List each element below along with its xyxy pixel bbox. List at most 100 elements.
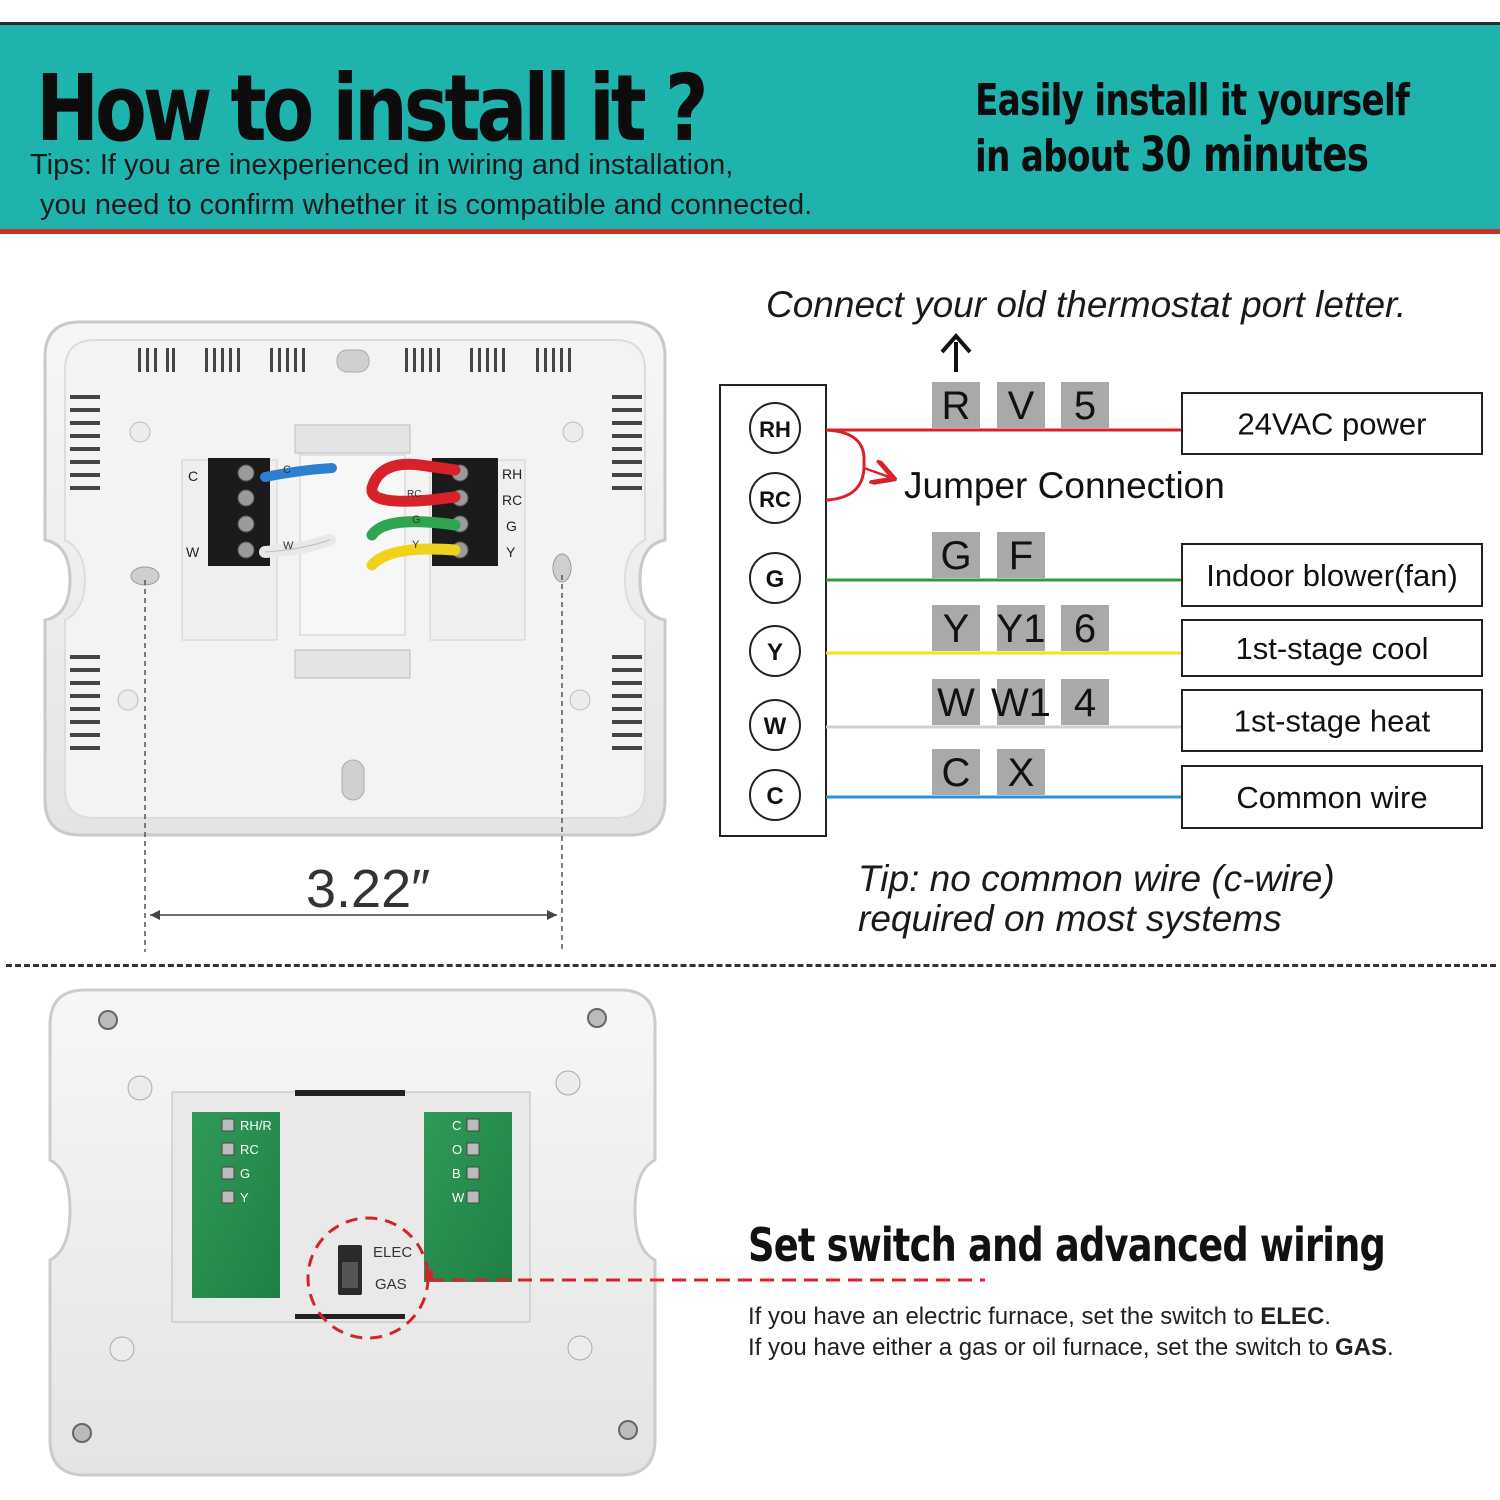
port-box — [997, 382, 1045, 428]
jumper-wire — [825, 428, 866, 502]
description-box — [1181, 543, 1483, 607]
switch-section-title: Set switch and advanced wiring — [748, 1218, 1386, 1272]
board-terminal-label: RH/R — [240, 1118, 272, 1133]
c-wire-tip-line-1: Tip: no common wire (c-wire) — [858, 858, 1335, 899]
description-label: 24VAC power — [1238, 407, 1427, 442]
port-letter: W — [937, 681, 975, 725]
board-terminal-label: B — [452, 1166, 461, 1181]
terminal-circle — [749, 769, 801, 821]
description-box — [1181, 689, 1483, 752]
port-box — [1061, 382, 1109, 428]
terminal-label: C — [766, 783, 783, 810]
dimension-label: 3.22″ — [306, 859, 431, 919]
switch-instruction-1: If you have an electric furnace, set the… — [748, 1303, 1331, 1331]
terminal-strip — [719, 384, 827, 837]
wire-row-rc: RC — [749, 472, 830, 524]
terminal-label: G — [766, 566, 785, 593]
port-letter: V — [1008, 384, 1035, 428]
wire-letter-y: Y — [412, 539, 420, 551]
plate-label-y: Y — [506, 544, 516, 560]
instr1-suffix: . — [1324, 1303, 1331, 1330]
port-box — [997, 605, 1045, 651]
port-letter: Y1 — [997, 607, 1046, 651]
description-box — [1181, 765, 1483, 829]
board-terminal-label: Y — [240, 1190, 249, 1205]
instr2-suffix: . — [1387, 1334, 1394, 1361]
port-box — [932, 382, 980, 428]
board-terminal-label: RC — [240, 1142, 259, 1157]
back-plate-photo: C W RH RC G Y C W RC G Y — [43, 320, 667, 1398]
port-letter: 6 — [1074, 607, 1096, 651]
port-box — [997, 532, 1045, 578]
port-box — [932, 679, 980, 725]
easy-install-line-2: in about 30 minutes — [975, 127, 1369, 183]
instr2-prefix: If you have either a gas or oil furnace,… — [748, 1334, 1335, 1361]
port-box — [997, 749, 1045, 795]
description-label: Common wire — [1236, 780, 1427, 815]
easy-install-line-1: Easily install it yourself — [975, 75, 1410, 126]
terminal-label: RH — [759, 417, 791, 442]
port-box — [1061, 605, 1109, 651]
jumper-label: Jumper Connection — [904, 465, 1225, 506]
red-wire-2 — [366, 484, 461, 507]
connect-caption: Connect your old thermostat port letter. — [766, 284, 1407, 325]
description-box — [1181, 392, 1483, 455]
terminal-circle — [749, 472, 801, 524]
plate-label-c: C — [188, 468, 198, 484]
switch-label-elec: ELEC — [373, 1244, 412, 1261]
port-box — [1061, 679, 1109, 725]
tip-line-2: you need to confirm whether it is compat… — [40, 189, 813, 221]
terminal-label: Y — [767, 639, 783, 666]
dimension-marker — [144, 575, 563, 952]
terminal-circle — [749, 699, 801, 751]
description-label: 1st-stage cool — [1236, 631, 1429, 666]
wire-letter-g: G — [412, 514, 421, 526]
port-letter: Y — [943, 607, 970, 651]
port-letter: C — [942, 751, 971, 795]
description-label: Indoor blower(fan) — [1206, 558, 1458, 593]
port-letter: R — [942, 384, 971, 428]
switch-label-gas: GAS — [375, 1276, 407, 1293]
wire-row-y: Y Y Y1 6 1st-stage cool — [749, 605, 1483, 677]
description-box — [1181, 619, 1483, 677]
wire-letter-c: C — [283, 464, 291, 476]
section-divider — [6, 964, 1496, 967]
terminal-label: W — [764, 713, 787, 740]
board-terminal-label: W — [452, 1190, 465, 1205]
board-terminal-label: O — [452, 1142, 462, 1157]
green-wire — [366, 516, 461, 541]
port-letter: G — [940, 534, 971, 578]
port-box — [932, 605, 980, 651]
wire-letter-rc: RC — [407, 489, 421, 500]
port-letter: X — [1008, 751, 1035, 795]
port-box — [932, 749, 980, 795]
terminal-circle — [749, 402, 801, 454]
terminal-label: RC — [759, 487, 791, 512]
plate-label-w: W — [186, 544, 200, 560]
port-letter: 5 — [1074, 384, 1096, 428]
switch-instruction-2: If you have either a gas or oil furnace,… — [748, 1334, 1394, 1362]
description-label: 1st-stage heat — [1234, 704, 1431, 739]
board-terminal-label: C — [452, 1118, 461, 1133]
easy-emph: 30 minutes — [1140, 127, 1369, 183]
page-title: How to install it ? — [36, 55, 709, 162]
terminal-circle — [749, 552, 801, 604]
easy-prefix: in about — [975, 131, 1141, 182]
port-letter: W1 — [991, 681, 1051, 725]
tip-line-1: Tips: If you are inexperienced in wiring… — [30, 149, 734, 181]
yellow-wire — [366, 543, 461, 571]
terminal-circle — [749, 625, 801, 677]
board-terminal-label: G — [240, 1166, 250, 1181]
port-letter: F — [1009, 534, 1033, 578]
plate-label-rc: RC — [502, 492, 522, 508]
plate-label-g: G — [506, 518, 517, 534]
instr2-emph: GAS — [1334, 1334, 1387, 1361]
blue-wire — [260, 463, 337, 482]
